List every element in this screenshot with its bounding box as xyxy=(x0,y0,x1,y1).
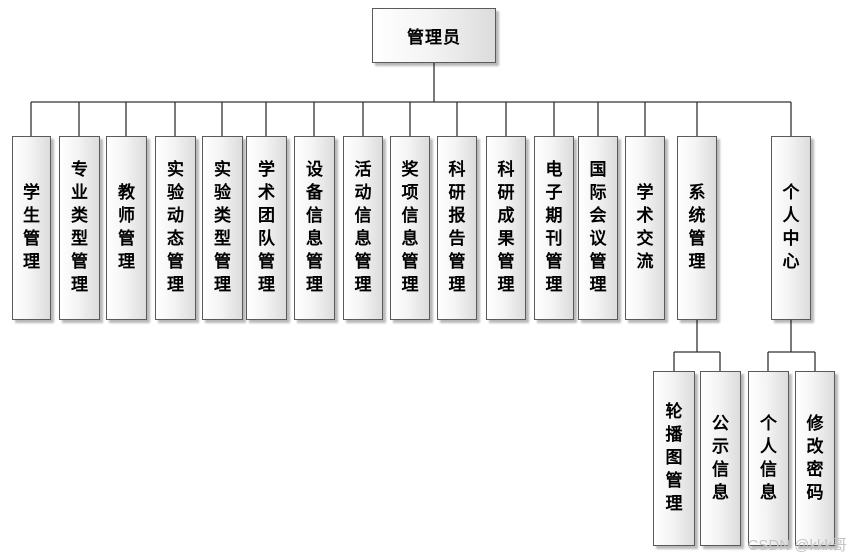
module-equipment: 设备信息管理 xyxy=(294,136,335,320)
module-label: 系统管理 xyxy=(688,183,706,272)
module-label: 国际会议管理 xyxy=(589,160,607,295)
module-research-report: 科研报告管理 xyxy=(437,136,477,320)
module-student: 学生管理 xyxy=(12,136,51,320)
module-label: 科研报告管理 xyxy=(448,160,466,295)
submodule-personal-info: 个人信息 xyxy=(748,371,789,546)
submodule-announcement: 公示信息 xyxy=(700,371,741,546)
module-label: 专业类型管理 xyxy=(71,160,88,295)
submodule-carousel: 轮播图管理 xyxy=(653,371,695,546)
submodule-label: 轮播图管理 xyxy=(665,402,683,514)
root-node-admin: 管理员 xyxy=(372,8,496,63)
submodule-label: 公示信息 xyxy=(712,413,729,503)
module-label: 个人中心 xyxy=(782,183,800,272)
module-personal-center: 个人中心 xyxy=(771,136,811,320)
module-label: 教师管理 xyxy=(118,183,135,272)
module-label: 活动信息管理 xyxy=(354,160,372,295)
module-lab-news: 实验动态管理 xyxy=(155,136,196,320)
module-label: 奖项信息管理 xyxy=(401,160,419,295)
module-award: 奖项信息管理 xyxy=(390,136,430,320)
module-label: 学生管理 xyxy=(23,183,40,272)
module-academic-team: 学术团队管理 xyxy=(246,136,287,320)
module-major-type: 专业类型管理 xyxy=(59,136,100,320)
module-label: 实验类型管理 xyxy=(214,160,231,295)
module-label: 学术交流 xyxy=(636,183,654,272)
module-research-result: 科研成果管理 xyxy=(486,136,526,320)
module-teacher: 教师管理 xyxy=(106,136,147,320)
module-label: 设备信息管理 xyxy=(306,160,323,295)
submodule-label: 个人信息 xyxy=(760,413,777,503)
module-e-journal: 电子期刊管理 xyxy=(534,136,574,320)
submodule-label: 修改密码 xyxy=(806,413,824,503)
module-label: 电子期刊管理 xyxy=(545,160,563,295)
module-academic-exchange: 学术交流 xyxy=(625,136,665,320)
module-label: 科研成果管理 xyxy=(497,160,515,295)
module-label: 学术团队管理 xyxy=(258,160,275,295)
module-system: 系统管理 xyxy=(677,136,717,320)
module-activity: 活动信息管理 xyxy=(343,136,383,320)
module-label: 实验动态管理 xyxy=(167,160,184,295)
submodule-change-password: 修改密码 xyxy=(795,371,835,546)
root-node-label: 管理员 xyxy=(407,28,461,48)
module-lab-type: 实验类型管理 xyxy=(202,136,243,320)
watermark: CSDN @kkk哥 xyxy=(747,537,847,554)
module-intl-conference: 国际会议管理 xyxy=(578,136,618,320)
